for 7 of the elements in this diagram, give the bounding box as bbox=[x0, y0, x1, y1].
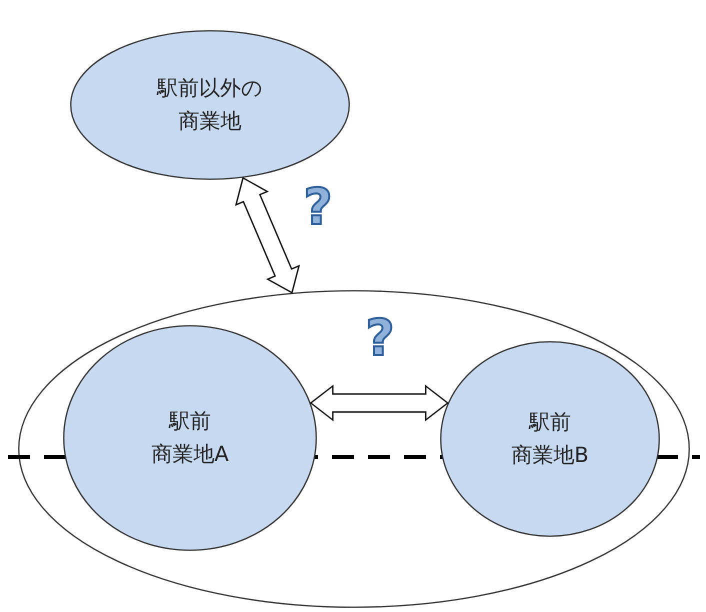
double-arrow bbox=[234, 176, 300, 294]
node-label: 駅前以外の商業地 bbox=[157, 75, 263, 135]
question-mark: ? bbox=[366, 313, 394, 363]
double-arrow bbox=[310, 384, 449, 422]
node-label: 駅前商業地B bbox=[511, 409, 589, 469]
node-label: 駅前商業地A bbox=[151, 408, 229, 468]
question-mark: ? bbox=[304, 182, 332, 232]
